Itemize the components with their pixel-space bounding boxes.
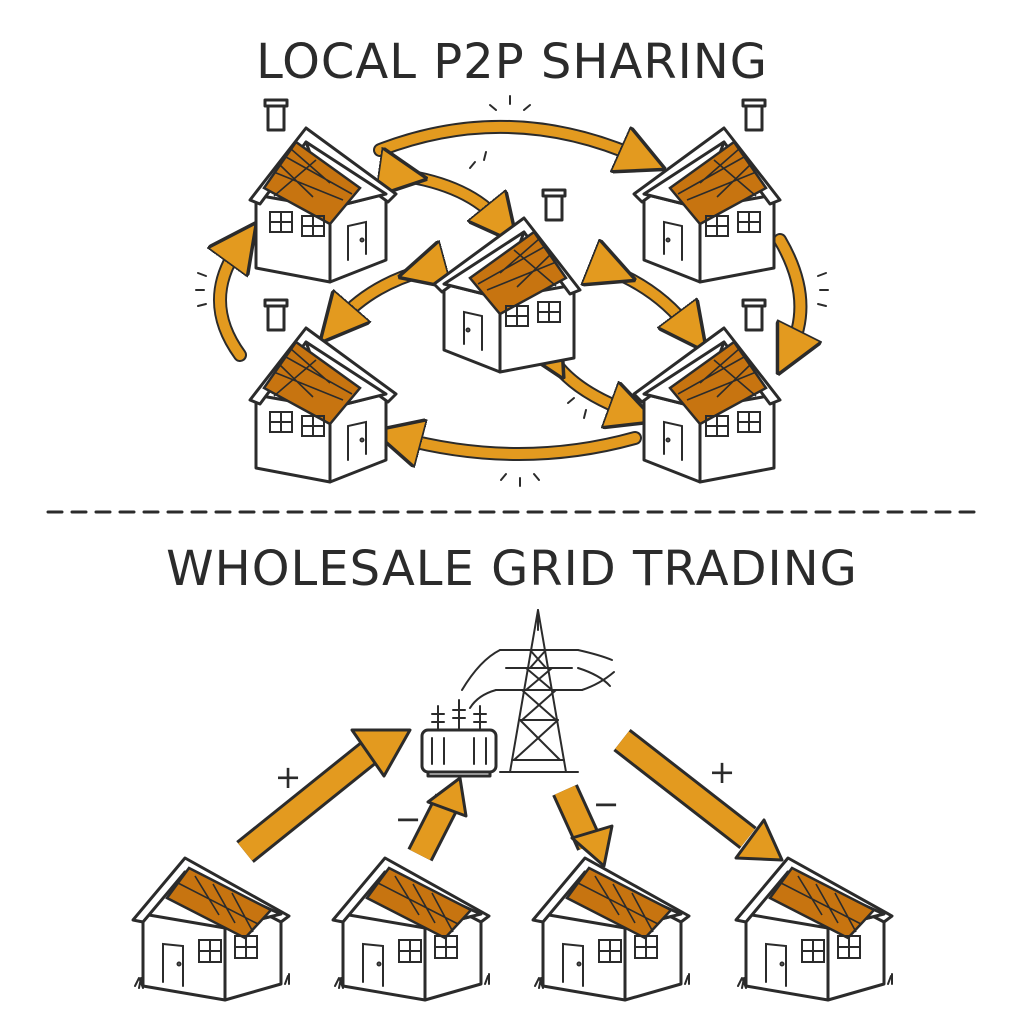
sign-plus-right: + (709, 753, 736, 791)
arrow-p2p-right (775, 235, 800, 350)
arrow-p2p-bottom (400, 438, 640, 454)
house-with-solar-panel-icon (632, 98, 782, 284)
arrow-grid-sell-1 (238, 741, 379, 861)
title-wholesale-grid-trading: WHOLESALE GRID TRADING (166, 541, 858, 597)
sign-plus-left: + (275, 758, 302, 796)
house-with-solar-panel-icon (131, 856, 291, 1002)
grid-houses (131, 856, 894, 1002)
house-with-solar-panel-icon (734, 856, 894, 1002)
title-local-p2p-sharing: LOCAL P2P SHARING (256, 34, 768, 90)
arrow-p2p-top (375, 121, 640, 158)
house-with-solar-panel-icon (331, 856, 491, 1002)
house-with-solar-panel-icon (248, 98, 398, 284)
house-with-solar-panel-icon (531, 856, 691, 1002)
sign-minus-left: − (395, 800, 422, 838)
sign-minus-right: − (593, 785, 620, 823)
arrow-grid-buy-1-head (426, 776, 468, 818)
arrow-grid-sell-1-head (350, 728, 412, 778)
p2p-houses (248, 98, 782, 484)
house-with-solar-panel-icon (432, 188, 582, 374)
grid-arrows (236, 728, 784, 868)
house-with-solar-panel-icon (632, 298, 782, 484)
arrow-p2p-center-left (338, 270, 425, 322)
arrow-p2p-left (220, 245, 240, 360)
arrow-p2p-center-right (610, 270, 690, 330)
transmission-tower-icon (461, 609, 615, 773)
transformer-icon (420, 699, 498, 778)
house-with-solar-panel-icon (248, 298, 398, 484)
arrow-grid-sell-2 (615, 731, 755, 847)
arrow-grid-buy-2-head (570, 824, 614, 868)
arrow-grid-sell-2-head (734, 818, 784, 862)
arrow-p2p-center-top-left (400, 175, 500, 222)
